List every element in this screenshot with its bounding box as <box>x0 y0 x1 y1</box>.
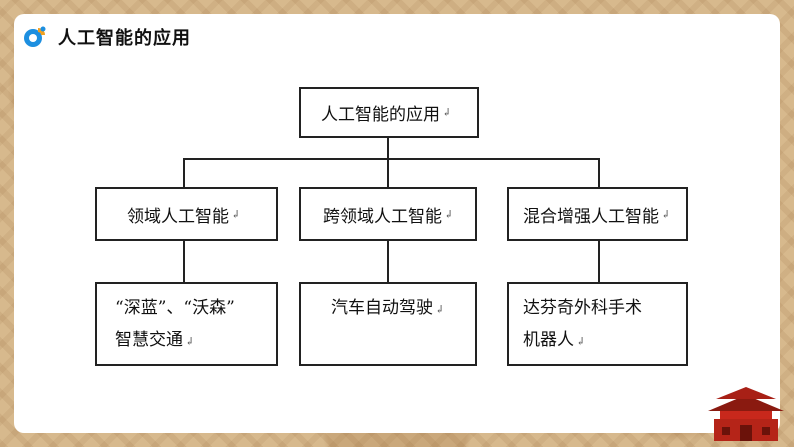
connector-branch-3-down <box>598 240 600 283</box>
header: 人工智能的应用 <box>22 24 191 50</box>
leaf-2-line-1: 汽车自动驾驶 <box>331 298 433 318</box>
paragraph-mark: ↲ <box>444 207 454 221</box>
connector-branch-2-down <box>387 240 389 283</box>
paragraph-mark: ↲ <box>576 335 586 348</box>
connector-branch-1-down <box>183 240 185 283</box>
connector-branch-1-up <box>183 158 185 188</box>
leaf-node-3: 达芬奇外科手术 机器人↲ <box>507 282 688 366</box>
logo-icon <box>24 26 46 47</box>
paragraph-mark: ↲ <box>185 335 195 348</box>
leaf-node-1: “深蓝”、“沃森” 智慧交通↲ <box>95 282 278 366</box>
branch-label-1: 领域人工智能 <box>127 206 229 227</box>
root-node: 人工智能的应用↲ <box>299 87 479 138</box>
branch-label-3: 混合增强人工智能 <box>523 206 659 227</box>
palace-building-icon <box>708 387 784 441</box>
page-title: 人工智能的应用 <box>58 28 191 49</box>
paragraph-mark: ↲ <box>435 303 445 316</box>
paragraph-mark: ↲ <box>231 207 241 221</box>
branch-label-2: 跨领域人工智能 <box>323 206 442 227</box>
paragraph-mark: ↲ <box>442 106 452 119</box>
connector-branch-2-up <box>387 158 389 188</box>
leaf-3-line-2: 机器人 <box>523 330 574 350</box>
paragraph-mark: ↲ <box>661 207 671 221</box>
leaf-1-line-1: “深蓝”、“沃森” <box>115 298 235 318</box>
connector-root-down <box>387 137 389 159</box>
branch-node-3: 混合增强人工智能↲ <box>507 187 688 241</box>
connector-horizontal <box>183 158 600 160</box>
branch-node-1: 领域人工智能↲ <box>95 187 278 241</box>
connector-branch-3-up <box>598 158 600 188</box>
branch-node-2: 跨领域人工智能↲ <box>299 187 477 241</box>
leaf-3-line-1: 达芬奇外科手术 <box>523 298 642 318</box>
root-label: 人工智能的应用 <box>321 105 440 125</box>
leaf-1-line-2: 智慧交通 <box>115 330 183 350</box>
leaf-node-2: 汽车自动驾驶↲ <box>299 282 477 366</box>
